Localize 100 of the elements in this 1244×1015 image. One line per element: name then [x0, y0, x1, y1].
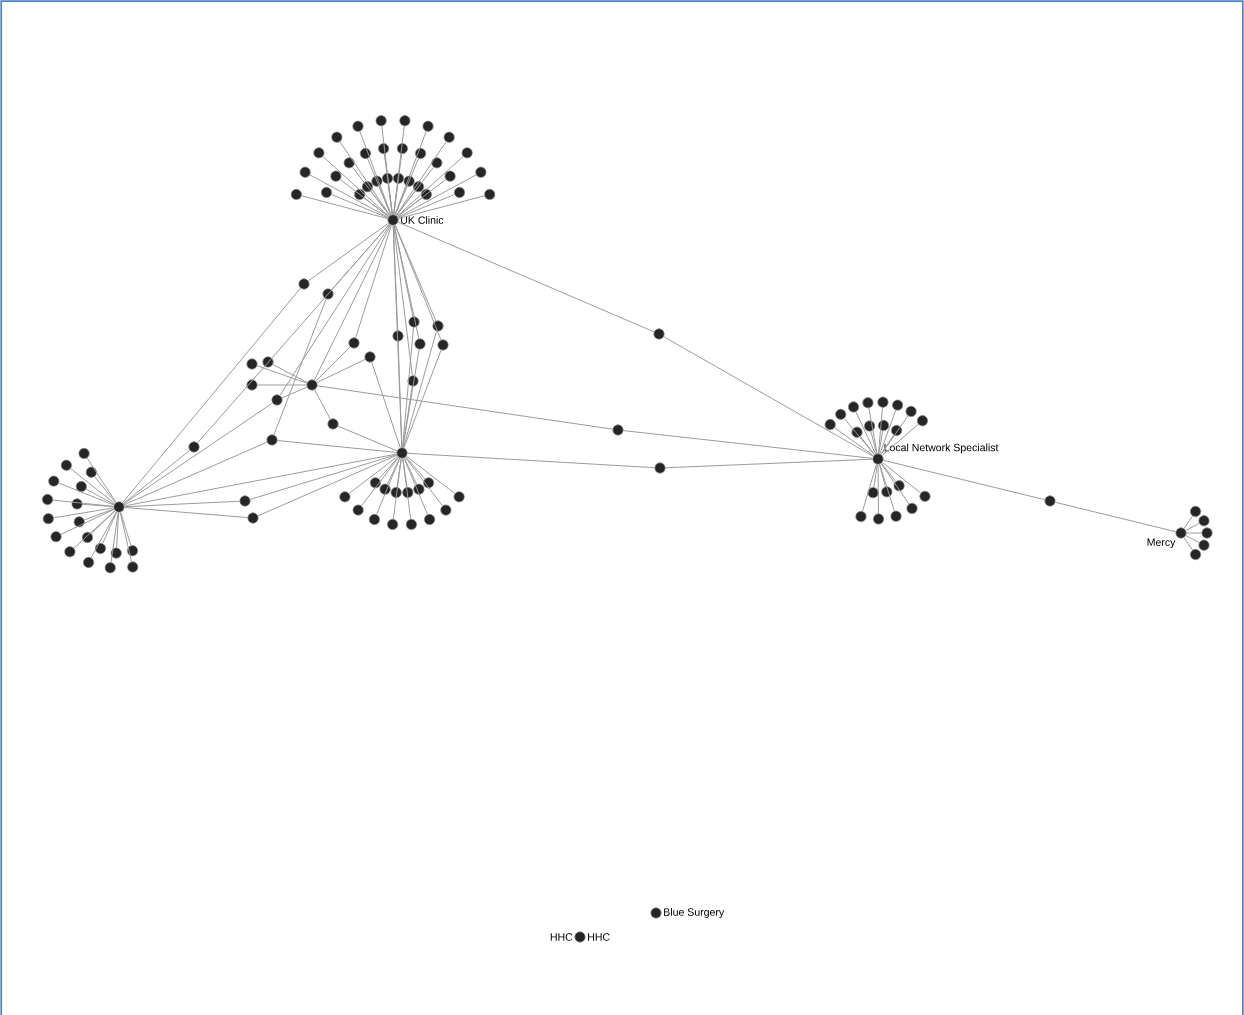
- connector-line: [90, 511, 117, 559]
- network-node: [78, 447, 90, 460]
- connector-line: [881, 461, 922, 494]
- connector-line: [402, 458, 412, 520]
- network-node: [420, 188, 432, 200]
- connector-line: [834, 427, 874, 457]
- network-node: [835, 408, 847, 420]
- connector-line: [855, 411, 877, 455]
- network-node: [453, 491, 465, 503]
- connector-line: [403, 457, 418, 485]
- network-node: [423, 477, 435, 489]
- connector-line: [403, 349, 442, 449]
- connector-line: [393, 224, 420, 340]
- network-node: [407, 375, 419, 387]
- network-node: [1190, 549, 1202, 561]
- network-node: [877, 396, 889, 408]
- connector-line: [881, 423, 919, 456]
- network-node: [892, 399, 904, 411]
- node-label: HHC: [588, 933, 610, 941]
- connector-line: [256, 365, 308, 384]
- network-node: [413, 181, 425, 193]
- connector-line: [378, 456, 399, 480]
- network-node: [881, 486, 893, 498]
- connector-line: [371, 361, 401, 449]
- network-node: [381, 172, 394, 184]
- connector-line: [880, 463, 910, 505]
- connector-line: [273, 298, 327, 436]
- network-node: [824, 419, 836, 431]
- network-node: [73, 516, 85, 528]
- network-node: [399, 115, 411, 127]
- network-node: [443, 131, 455, 143]
- connector-line: [396, 458, 402, 488]
- connector-line: [880, 434, 895, 455]
- network-node: [41, 494, 54, 506]
- network-node: [343, 157, 355, 169]
- connector-line: [878, 430, 884, 454]
- network-node: [878, 419, 890, 431]
- connector-line: [402, 458, 408, 488]
- network-node: [402, 487, 414, 499]
- network-node: [81, 531, 93, 543]
- network-node: [1190, 505, 1202, 517]
- connector-line: [339, 141, 391, 216]
- connector-line: [281, 386, 308, 399]
- connector-line: [52, 499, 114, 507]
- connector-line: [257, 384, 307, 386]
- connector-line: [394, 131, 427, 216]
- network-node: [104, 562, 116, 574]
- network-node: [322, 288, 334, 300]
- connector-line: [878, 463, 886, 487]
- connector-line: [309, 174, 389, 218]
- network-node: [415, 147, 427, 159]
- network-node: [906, 502, 918, 514]
- connector-line: [396, 156, 464, 217]
- network-node: [352, 504, 364, 516]
- network-node: [1198, 515, 1210, 527]
- network-node: [890, 510, 902, 522]
- network-node: [916, 415, 928, 427]
- connector-line: [85, 488, 115, 505]
- connector-line: [337, 425, 398, 452]
- connector-line: [376, 457, 401, 515]
- network-node: [390, 487, 402, 499]
- network-node: [893, 480, 905, 492]
- connector-line: [397, 341, 403, 448]
- connector-line: [348, 455, 399, 494]
- network-node: [71, 498, 83, 510]
- network-node: [484, 188, 496, 200]
- network-node: [83, 556, 95, 569]
- network-node: [364, 351, 376, 363]
- connector-line: [314, 389, 331, 420]
- network-node: [414, 338, 426, 350]
- network-node: [327, 418, 339, 430]
- connector-line: [120, 511, 132, 546]
- network-node: [306, 379, 318, 391]
- connector-line: [394, 224, 442, 341]
- connector-line: [361, 456, 400, 507]
- network-node: [444, 170, 456, 182]
- connector-line: [355, 224, 392, 339]
- connector-line: [882, 459, 1046, 501]
- connector-line: [873, 464, 878, 488]
- node-label: Local Network Specialist: [884, 443, 999, 454]
- connector-line: [396, 197, 423, 218]
- connector-line: [313, 224, 392, 381]
- network-node: [848, 401, 860, 413]
- connector-line: [387, 183, 393, 215]
- connector-line: [868, 407, 878, 454]
- connector-line: [83, 508, 115, 521]
- connector-line: [94, 476, 117, 504]
- connector-line: [393, 225, 413, 376]
- connector-line: [405, 455, 456, 494]
- connector-line: [403, 457, 428, 515]
- connector-line: [110, 512, 119, 563]
- network-node: [299, 166, 311, 178]
- network-node: [359, 147, 371, 159]
- connector-line: [277, 440, 397, 453]
- network-node: [348, 337, 360, 349]
- connector-line: [402, 386, 413, 448]
- network-node: [352, 120, 364, 132]
- connector-line: [402, 327, 414, 448]
- network-node: [431, 157, 443, 169]
- node-label: Blue Surgery: [664, 908, 725, 918]
